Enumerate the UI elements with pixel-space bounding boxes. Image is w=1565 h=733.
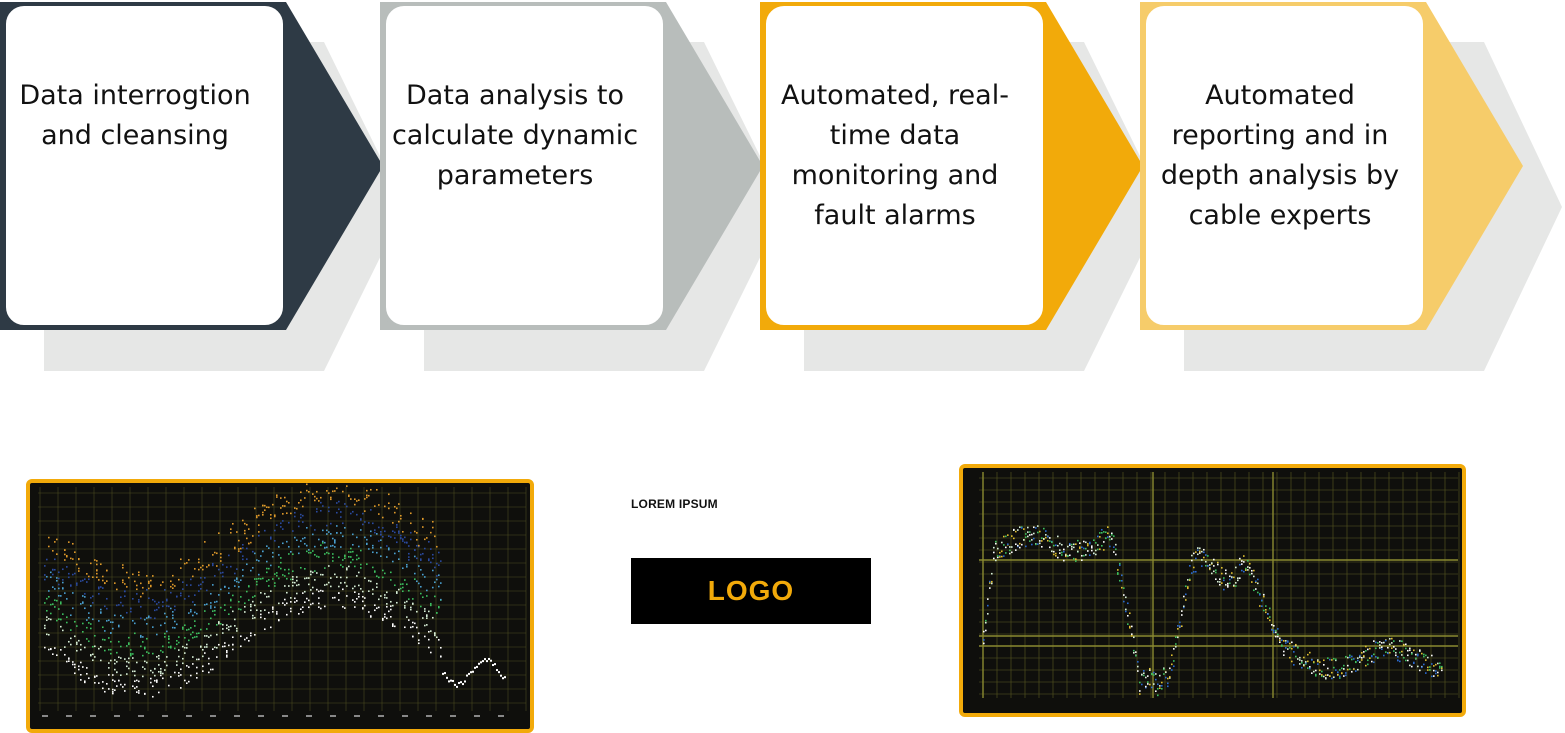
logo: LOGO: [631, 558, 871, 624]
center-heading: LOREM IPSUM: [631, 497, 718, 511]
left-plot-image: [26, 479, 534, 733]
right-plot-image: [959, 464, 1466, 717]
step-1-label: Data interrogtion and cleansing: [19, 80, 251, 151]
step-4-box: [1142, 2, 1427, 329]
process-flow: [0, 2, 1562, 371]
step-1-box: [2, 2, 287, 329]
step-3-label: Automated, real-time data monitoring and…: [781, 80, 1009, 231]
right-plot-graphic: [979, 472, 1460, 698]
step-2-label: Data analysis to calculate dynamic param…: [391, 80, 639, 191]
step-2-box: [382, 2, 667, 329]
step-4-label: Automated reporting and in depth analysi…: [1160, 80, 1400, 231]
left-plot-graphic: [38, 483, 527, 717]
step-3-box: [762, 2, 1047, 329]
